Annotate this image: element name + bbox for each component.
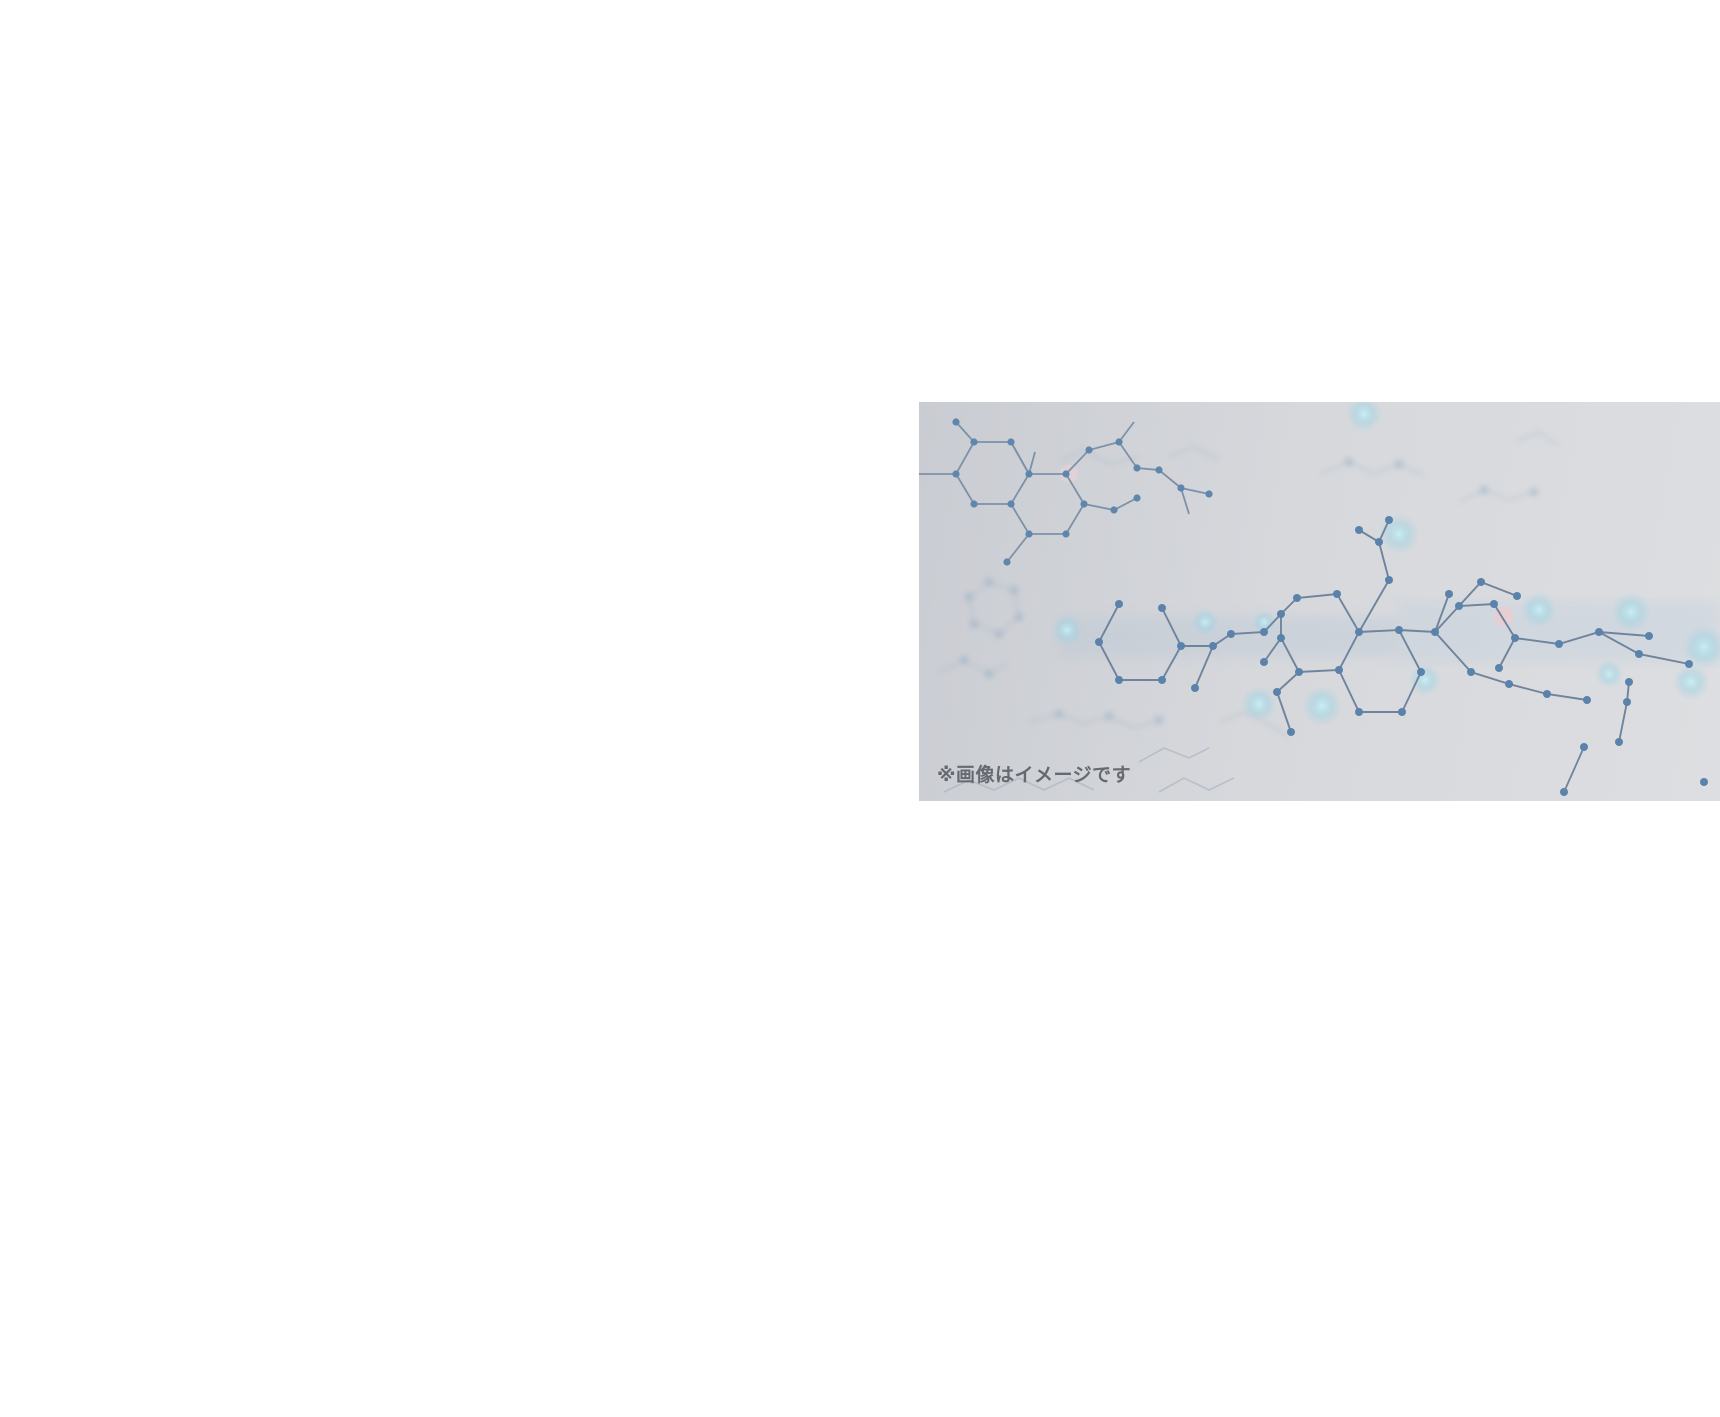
molecule-hero-image: ※画像はイメージです — [919, 402, 1720, 801]
molecule-structure-icon — [919, 402, 1720, 796]
image-caption: ※画像はイメージです — [937, 764, 1132, 786]
